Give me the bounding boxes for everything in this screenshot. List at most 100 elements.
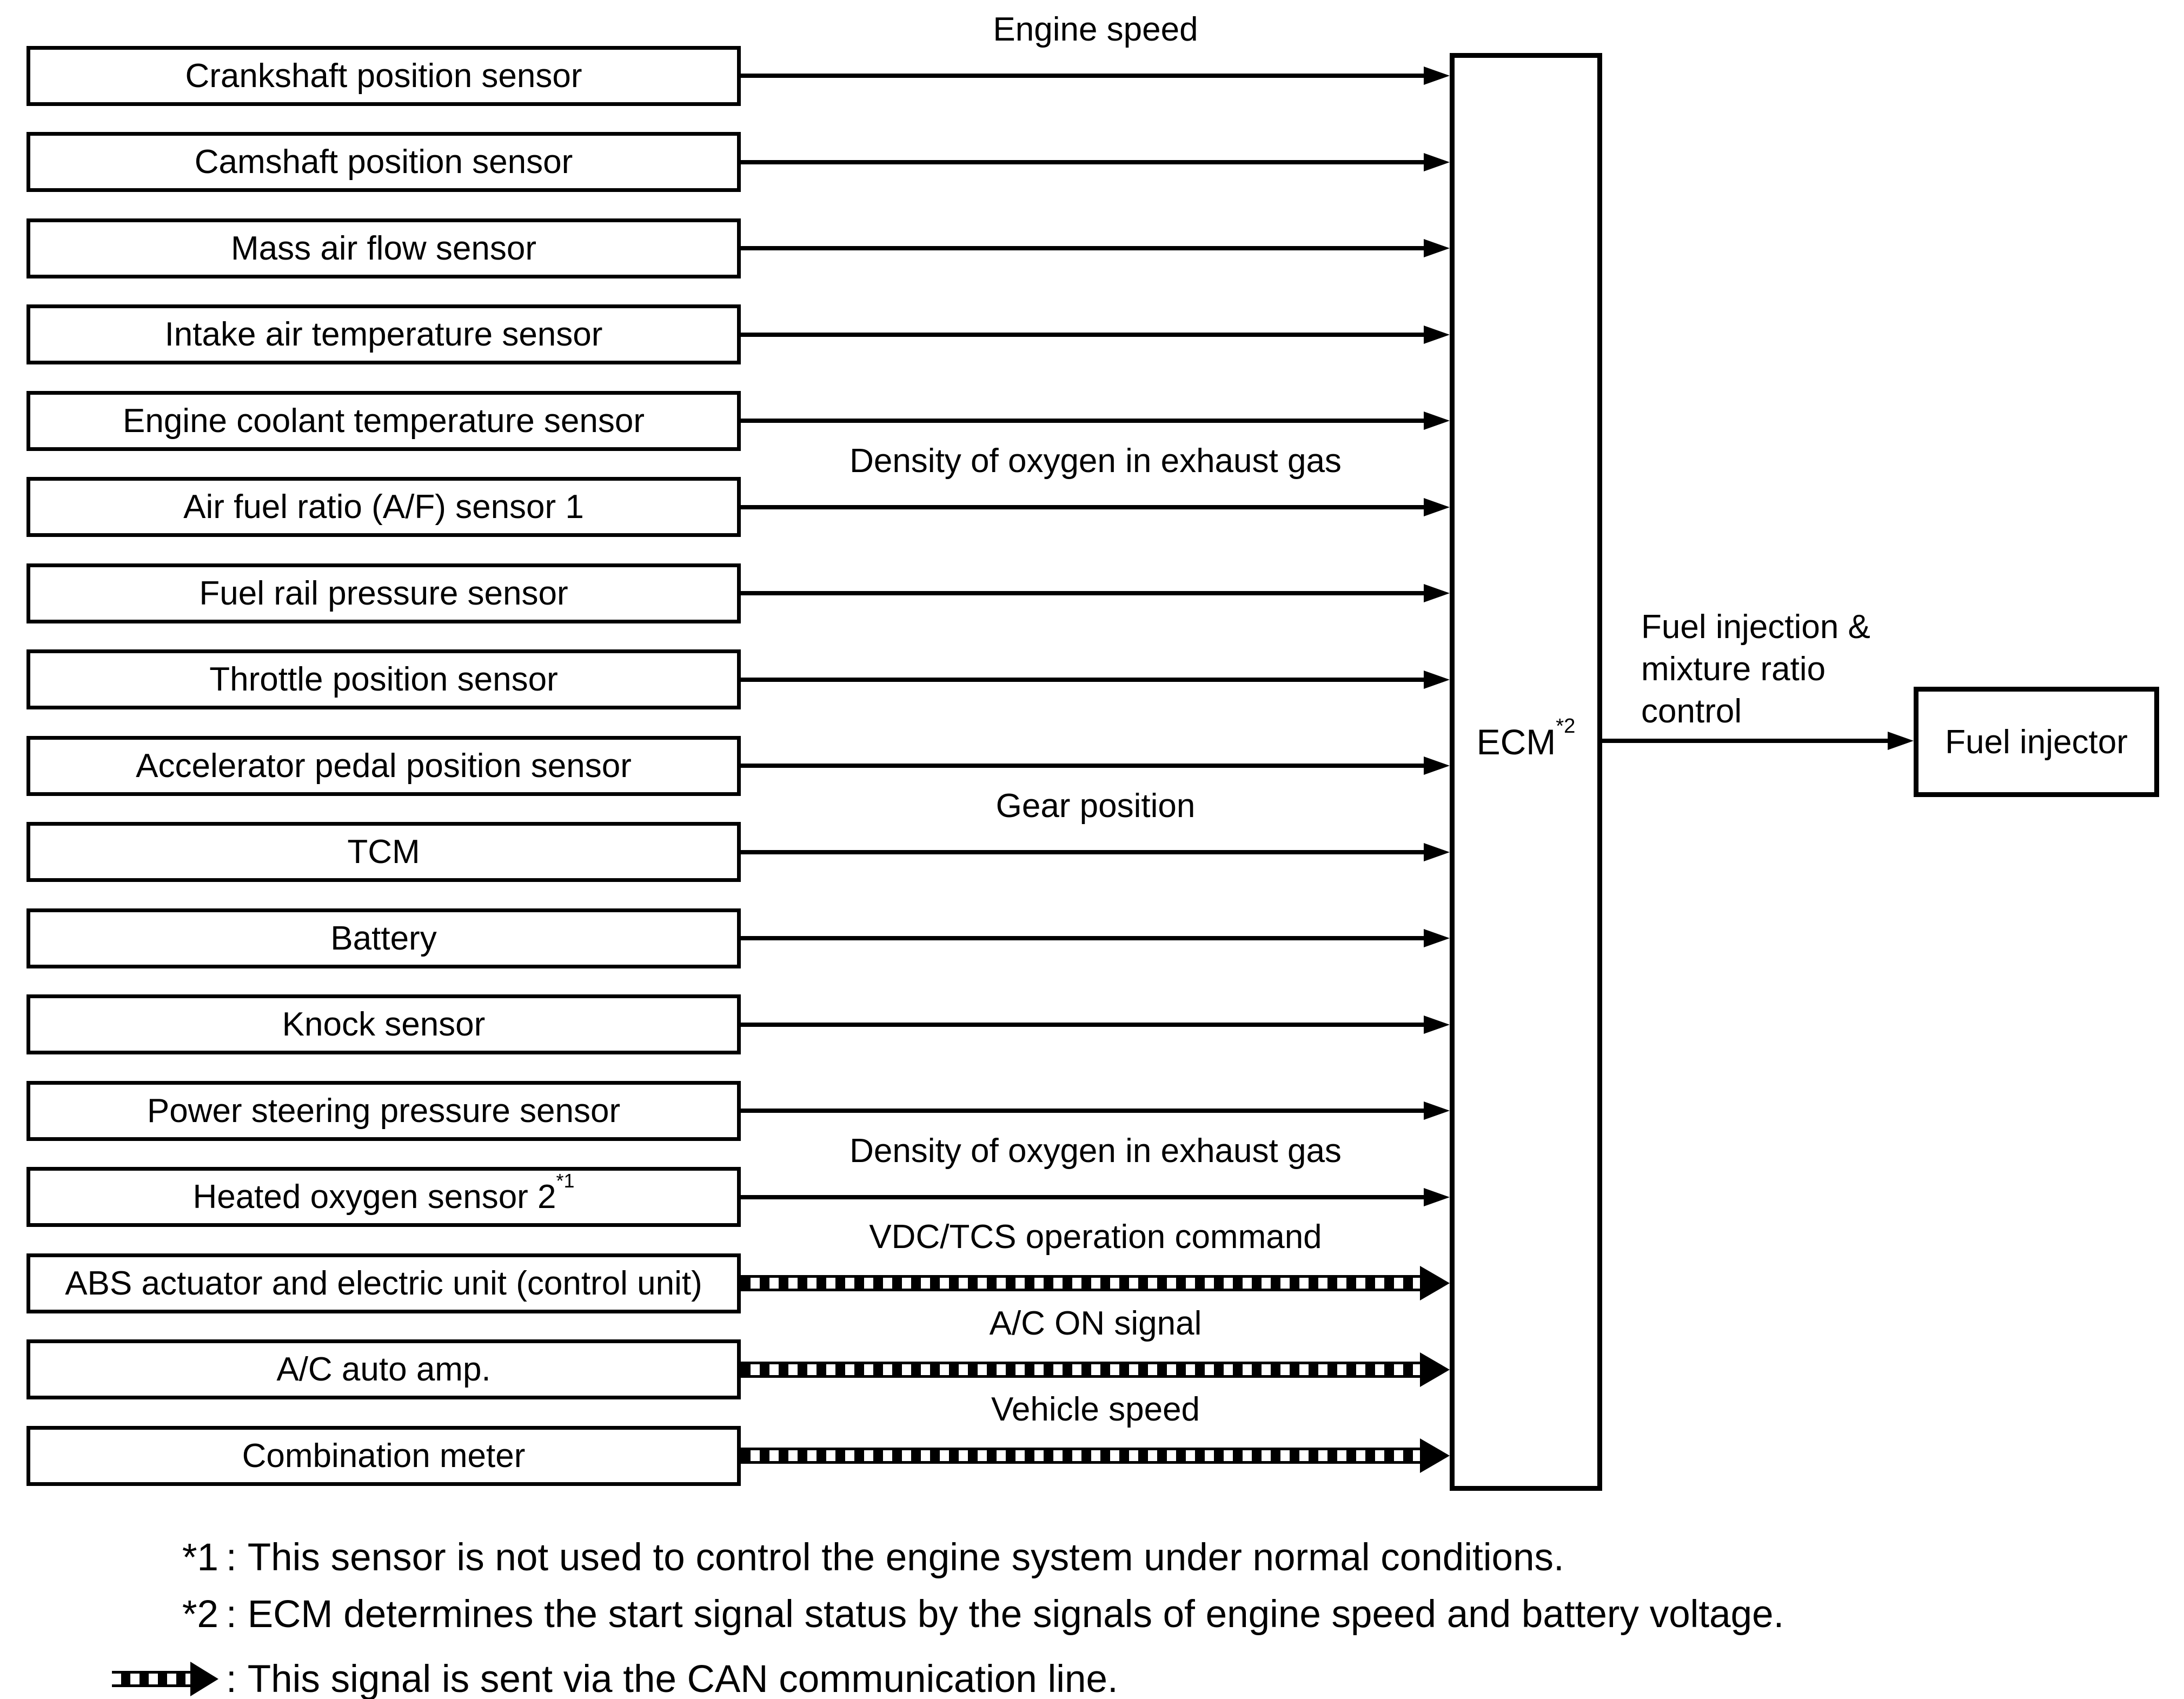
can-signal-arrowhead-icon [1420,1266,1450,1300]
signal-label: Density of oxygen in exhaust gas [849,1132,1342,1170]
sensor-box-text: Battery [330,919,436,958]
sensor-label: Heated oxygen sensor 2 [192,1178,556,1216]
can-signal-arrowhead-icon [1420,1352,1450,1387]
footnote-1-text: This sensor is not used to control the e… [247,1536,1564,1579]
footnote-3-colon: : [226,1657,237,1699]
signal-arrowhead-icon [1424,1101,1450,1120]
footnote-1: *1 : This sensor is not used to control … [97,1532,1564,1582]
ecm-output-arrowhead-icon [1888,732,1914,750]
signal-arrow-line [741,936,1424,940]
signal-arrow-line [741,160,1424,164]
footnote-2-marker: *2 [182,1592,218,1636]
ecm-footnote-ref: *2 [1556,714,1576,738]
signal-arrow-line [741,677,1424,682]
sensor-box: A/C auto amp. [26,1339,741,1399]
sensor-box-text: Camshaft position sensor [195,143,573,181]
output-label-line3: control [1641,693,1742,730]
sensor-box: TCM [26,822,741,882]
ecm-output-arrow-line [1602,739,1888,743]
ecm-label-text: ECM [1476,722,1556,762]
signal-arrowhead-icon [1424,1015,1450,1034]
sensor-box: Camshaft position sensor [26,132,741,192]
ecm-label: ECM*2 [1455,715,1597,762]
signal-arrowhead-icon [1424,152,1450,171]
fuel-injector-box: Fuel injector [1914,687,2159,797]
sensor-box: Throttle position sensor [26,649,741,709]
footnote-1-marker: *1 [182,1536,218,1579]
sensor-box: Intake air temperature sensor [26,304,741,364]
sensor-label: Engine coolant temperature sensor [122,402,645,440]
sensor-label: Throttle position sensor [209,661,558,698]
sensor-box-text: Accelerator pedal position sensor [136,747,632,785]
sensor-box: Air fuel ratio (A/F) sensor 1 [26,477,741,537]
sensor-box-text: Mass air flow sensor [231,229,536,268]
signal-arrow-line [741,74,1424,78]
signal-arrow-line [741,591,1424,595]
signal-arrow-line [741,1194,1424,1199]
sensor-box-text: Power steering pressure sensor [147,1092,620,1130]
sensor-box-text: TCM [347,833,420,871]
sensor-box: Battery [26,908,741,968]
can-dashed-arrow-icon [112,1662,218,1696]
sensor-label: Intake air temperature sensor [164,316,603,353]
sensor-box-text: Heated oxygen sensor 2*1 [192,1171,574,1216]
signal-arrow-line [741,332,1424,337]
sensor-box: Fuel rail pressure sensor [26,563,741,623]
signal-arrowhead-icon [1424,929,1450,947]
sensor-label: Accelerator pedal position sensor [136,747,632,785]
sensor-label: Mass air flow sensor [230,229,537,267]
sensor-label: Camshaft position sensor [194,143,573,181]
sensor-label: Air fuel ratio (A/F) sensor 1 [183,488,584,526]
signal-arrow-line [741,849,1424,854]
signal-label: A/C ON signal [989,1304,1202,1342]
footnote-2-text: ECM determines the start signal status b… [247,1592,1784,1636]
can-signal-arrow-bar [741,1361,1420,1378]
sensor-box-text: Fuel rail pressure sensor [199,574,568,613]
signal-arrowhead-icon [1424,670,1450,689]
sensor-box-text: A/C auto amp. [276,1350,490,1389]
signal-arrowhead-icon [1424,67,1450,85]
signal-arrow-line [741,246,1424,250]
signal-label: Engine speed [993,11,1198,48]
sensor-box-text: ABS actuator and electric unit (control … [65,1264,702,1303]
signal-arrowhead-icon [1424,756,1450,775]
sensor-box-text: Engine coolant temperature sensor [123,402,645,440]
footnote-2: *2 : ECM determines the start signal sta… [97,1589,1784,1639]
sensor-label: Fuel rail pressure sensor [199,574,568,612]
sensor-box: Crankshaft position sensor [26,45,741,106]
sensor-box: Knock sensor [26,994,741,1054]
signal-arrow-line [741,1109,1424,1113]
sensor-box: ABS actuator and electric unit (control … [26,1253,741,1313]
footnote-3-text: This signal is sent via the CAN communic… [247,1657,1118,1699]
sensor-label: Battery [330,919,437,957]
ecm-output-label: Fuel injection & mixture ratio control [1641,606,1870,733]
can-signal-arrow-bar [741,1448,1420,1464]
sensor-box: Engine coolant temperature sensor [26,390,741,451]
can-signal-arrowhead-icon [1420,1438,1450,1473]
signal-arrowhead-icon [1424,1187,1450,1206]
footnote-1-colon: : [226,1536,237,1579]
sensor-box-text: Throttle position sensor [209,660,557,699]
sensor-box: Accelerator pedal position sensor [26,735,741,796]
sensor-box-text: Intake air temperature sensor [165,315,603,354]
signal-arrowhead-icon [1424,325,1450,344]
signal-arrowhead-icon [1424,842,1450,861]
sensor-label: A/C auto amp. [276,1351,491,1388]
signal-label: Density of oxygen in exhaust gas [849,442,1342,480]
signal-arrowhead-icon [1424,584,1450,602]
sensor-label: ABS actuator and electric unit (control … [65,1264,702,1302]
signal-arrow-line [741,1022,1424,1027]
sensor-box-text: Crankshaft position sensor [185,57,582,95]
can-icon-arrowhead [190,1662,218,1696]
signal-arrow-line [741,419,1424,423]
signal-arrowhead-icon [1424,412,1450,430]
footnote-3: : This signal is sent via the CAN commun… [97,1654,1118,1699]
sensor-box-text: Knock sensor [282,1005,486,1044]
sensor-box-text: Air fuel ratio (A/F) sensor 1 [183,488,584,526]
signal-arrow-line [741,764,1424,768]
sensor-label: Crankshaft position sensor [185,57,582,95]
output-label-line2: mixture ratio [1641,651,1826,688]
fuel-injector-label: Fuel injector [1945,723,2128,761]
signal-label: Gear position [995,787,1196,825]
